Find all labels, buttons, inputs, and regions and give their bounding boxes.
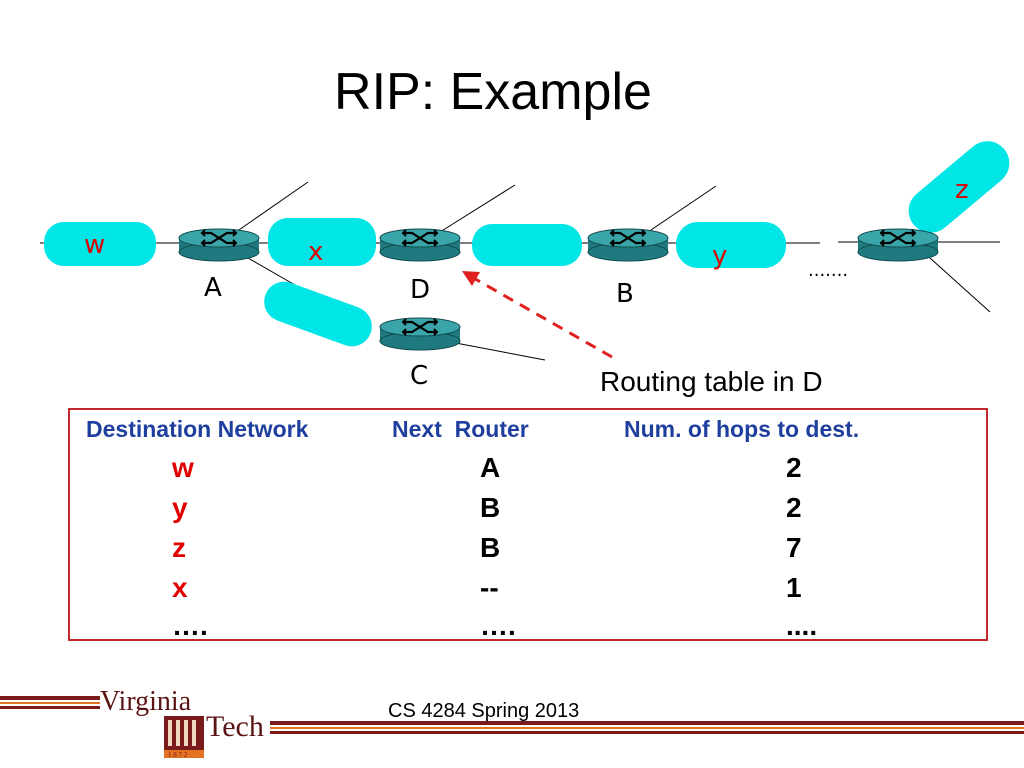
- router-a-icon: [177, 227, 261, 263]
- router-label-d: D: [410, 275, 430, 305]
- cell-dest: w: [172, 452, 194, 483]
- logo-tower-icon: 1 8 7 2: [164, 716, 204, 759]
- cell-hops: 2: [786, 452, 802, 483]
- cell-hops: ....: [786, 610, 818, 641]
- network-label-x: x: [308, 237, 323, 267]
- network-w-blob: [44, 222, 156, 266]
- header-hops: Num. of hops to dest.: [624, 416, 860, 442]
- router-label-b: B: [616, 279, 634, 309]
- link-a-down: [247, 257, 296, 286]
- router-b-icon: [586, 227, 670, 263]
- network-label-w: w: [84, 230, 105, 260]
- cell-hops: 7: [786, 532, 802, 563]
- link-b-up: [647, 185, 717, 233]
- network-y-blob: [676, 222, 786, 268]
- router-d-icon: [378, 227, 462, 263]
- router-far-icon: [856, 227, 940, 263]
- router-c-icon: [378, 316, 462, 352]
- table-row: x -- 1: [70, 572, 986, 612]
- cell-next: ….: [480, 610, 516, 641]
- cell-dest: ….: [172, 610, 208, 641]
- footer-decoration: [0, 696, 1024, 734]
- dashed-arrow: [462, 271, 613, 359]
- logo-year: 1 8 7 2: [168, 751, 188, 759]
- cell-dest: y: [172, 492, 188, 523]
- link-far-down: [929, 257, 991, 313]
- network-label-y: y: [712, 241, 727, 271]
- logo-line1: Virginia: [100, 686, 192, 717]
- table-row: w A 2: [70, 452, 986, 492]
- slide-title: RIP: Example: [334, 63, 652, 121]
- header-next-router: Next Router: [392, 416, 529, 442]
- virginia-tech-logo: Virginia 1 8 7 2 Tech: [100, 686, 264, 759]
- cell-dest: z: [172, 532, 186, 563]
- link-d-up: [439, 184, 516, 233]
- network-c-blob: [264, 281, 372, 347]
- router-label-a: A: [204, 273, 222, 303]
- cell-dest: x: [172, 572, 188, 603]
- cell-next: --: [480, 572, 499, 603]
- cell-next: A: [480, 452, 501, 483]
- table-row: z B 7: [70, 532, 986, 572]
- table-row: …. …. ....: [70, 610, 986, 650]
- ellipsis-label: .......: [808, 260, 848, 281]
- cell-next: B: [480, 532, 501, 563]
- network-z-blob: [908, 141, 1010, 233]
- header-destination: Destination Network: [86, 416, 309, 442]
- link-a-up: [235, 181, 309, 233]
- routing-table-caption: Routing table in D: [600, 366, 823, 397]
- network-mid-blob: [472, 224, 582, 266]
- table-row: y B 2: [70, 492, 986, 532]
- cell-next: B: [480, 492, 501, 523]
- network-diagram: w x y z A D B C .......: [40, 141, 1010, 391]
- links: [40, 181, 1000, 361]
- footer-course: CS 4284 Spring 2013: [388, 700, 580, 722]
- cell-hops: 2: [786, 492, 802, 523]
- routing-table: Destination Network Next Router Num. of …: [68, 408, 988, 641]
- cell-hops: 1: [786, 572, 802, 603]
- logo-line2: Tech: [206, 710, 264, 743]
- network-x-blob: [268, 218, 376, 266]
- network-label-z: z: [955, 175, 969, 205]
- router-label-c: C: [410, 361, 428, 391]
- networks: [44, 141, 1010, 347]
